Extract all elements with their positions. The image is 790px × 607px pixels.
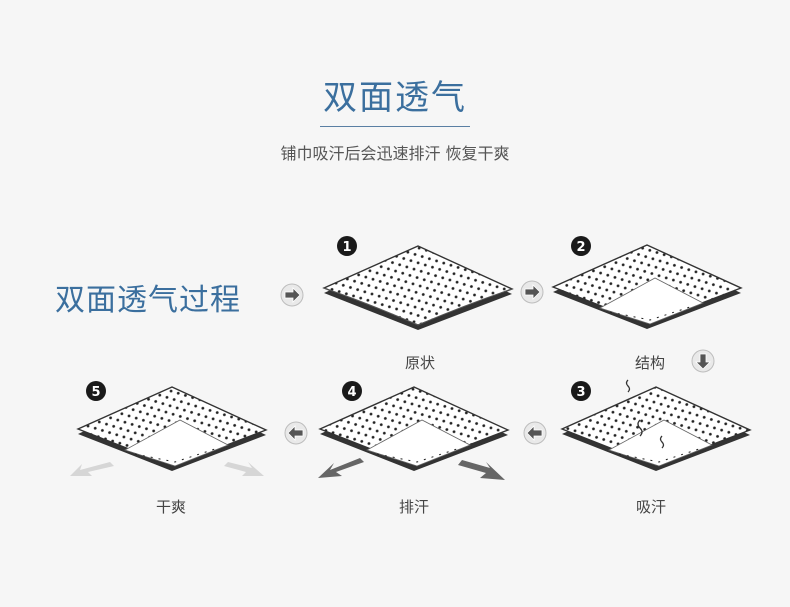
svg-text:5: 5 [91, 385, 100, 400]
title-underline [320, 126, 470, 127]
step-4-label: 排汗 [398, 498, 429, 516]
sweat-drop-icon [659, 435, 665, 449]
arrow-right-icon [520, 280, 544, 304]
arrow-left-icon [523, 421, 547, 445]
svg-text:4: 4 [347, 385, 356, 400]
step-3-badge: 3 [571, 381, 591, 401]
faded-arrow-right [224, 462, 264, 476]
step-2-badge: 2 [571, 236, 591, 256]
step-3-label: 吸汗 [635, 498, 666, 516]
discharge-arrow-left [318, 458, 364, 478]
svg-text:3: 3 [576, 385, 585, 400]
discharge-arrow-right [458, 460, 505, 480]
process-title: 双面透气过程 [55, 283, 241, 318]
svg-text:2: 2 [576, 240, 585, 255]
step-5-label: 干爽 [155, 498, 186, 516]
sweat-drop-icon [637, 419, 643, 437]
step-1-label: 原状 [404, 354, 435, 372]
page-subtitle: 铺巾吸汗后会迅速排汗 恢复干爽 [280, 144, 510, 163]
arrow-right-icon [280, 283, 304, 307]
page-title: 双面透气 [323, 78, 467, 118]
sweat-drop-icon [625, 379, 631, 393]
step-5-pad [70, 386, 268, 476]
arrow-left-icon [284, 421, 308, 445]
step-1-badge: 1 [337, 236, 357, 256]
faded-arrow-left [70, 462, 114, 476]
step-1-pad [322, 245, 514, 330]
step-4-badge: 4 [342, 381, 362, 401]
step-2-label: 结构 [634, 354, 665, 372]
step-3-pad [560, 379, 752, 471]
step-4-pad [318, 386, 510, 480]
step-5-badge: 5 [86, 381, 106, 401]
step-2-pad [551, 244, 743, 329]
svg-text:1: 1 [342, 240, 351, 255]
